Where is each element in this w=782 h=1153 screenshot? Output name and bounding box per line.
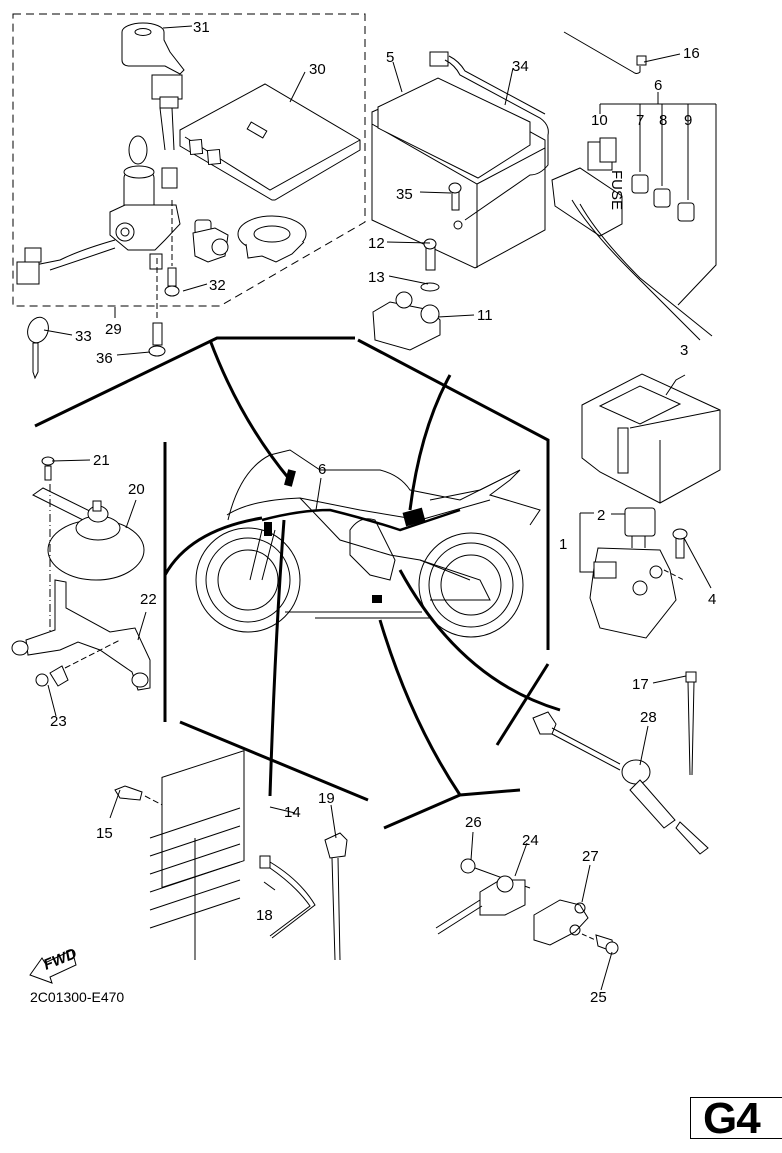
callout-17: 17 [632,676,649,693]
leader-lines [43,25,717,991]
key-part [27,316,49,380]
fwd-arrow-icon: FWD [29,945,79,984]
drawing-code: 2C01300-E470 [30,989,124,1005]
main-switch-cover-part [121,22,185,189]
battery-part [371,51,549,269]
callout-30: 30 [309,61,326,78]
callout-19: 19 [318,790,335,807]
switch-28-part [532,711,709,855]
callout-1: 1 [559,536,567,553]
starter-relay-part [579,507,688,639]
callout-4: 4 [708,591,716,608]
callout-20: 20 [128,481,145,498]
callout-18: 18 [256,907,273,924]
callout-29: 29 [105,321,122,338]
callout-12: 12 [368,235,385,252]
band-19-part [324,832,348,961]
page-label: G4 [703,1097,761,1139]
fuse-holder-part [551,137,713,341]
callout-6-top: 6 [654,77,662,94]
callout-24: 24 [522,832,539,849]
callout-13: 13 [368,269,385,286]
fuse-box-text: FUSE [608,170,625,210]
sensor-11-part [372,238,441,351]
bolt-36-part [148,258,166,357]
callout-35: 35 [396,186,413,203]
ecu-part [179,83,361,201]
fuel-cap-ring-part [237,215,307,263]
callout-32: 32 [209,277,226,294]
callout-23: 23 [50,713,67,730]
motorcycle-illustration [195,449,541,638]
callout-10: 10 [591,112,608,129]
callout-9: 9 [684,112,692,129]
callout-15: 15 [96,825,113,842]
callout-36: 36 [96,350,113,367]
callout-11: 11 [477,307,493,324]
callout-25: 25 [590,989,607,1006]
callout-27: 27 [582,848,599,865]
callout-14: 14 [284,804,301,821]
screw-32-part [164,200,180,297]
steering-lock-group [12,13,366,307]
callout-34: 34 [512,58,529,75]
horn-part [11,456,151,691]
band-18-part [259,855,316,939]
callout-5: 5 [386,49,394,66]
callout-3: 3 [680,342,688,359]
callout-8: 8 [659,112,667,129]
callout-33: 33 [75,328,92,345]
wire-lead-16-part [563,31,647,74]
callout-26: 26 [465,814,482,831]
callout-labels: 31 30 29 32 33 36 5 34 35 16 6 10 7 8 9 … [30,19,716,1006]
callout-21: 21 [93,452,110,469]
callout-16: 16 [683,45,700,62]
callout-6-bike: 6 [318,461,326,478]
callout-2: 2 [597,507,605,524]
rectifier-regulator-part [114,750,245,960]
cover-3-part [581,373,721,504]
callout-28: 28 [640,709,657,726]
callout-22: 22 [140,591,157,608]
callout-31: 31 [193,19,210,36]
callout-7: 7 [636,112,644,129]
steering-lock-part [16,135,181,285]
band-17-part [685,671,697,776]
callout-bracket-lines [34,336,561,830]
speed-sensor-part [435,858,619,955]
page-label-box: G4 [690,1097,782,1139]
seat-lock-part [192,219,229,263]
